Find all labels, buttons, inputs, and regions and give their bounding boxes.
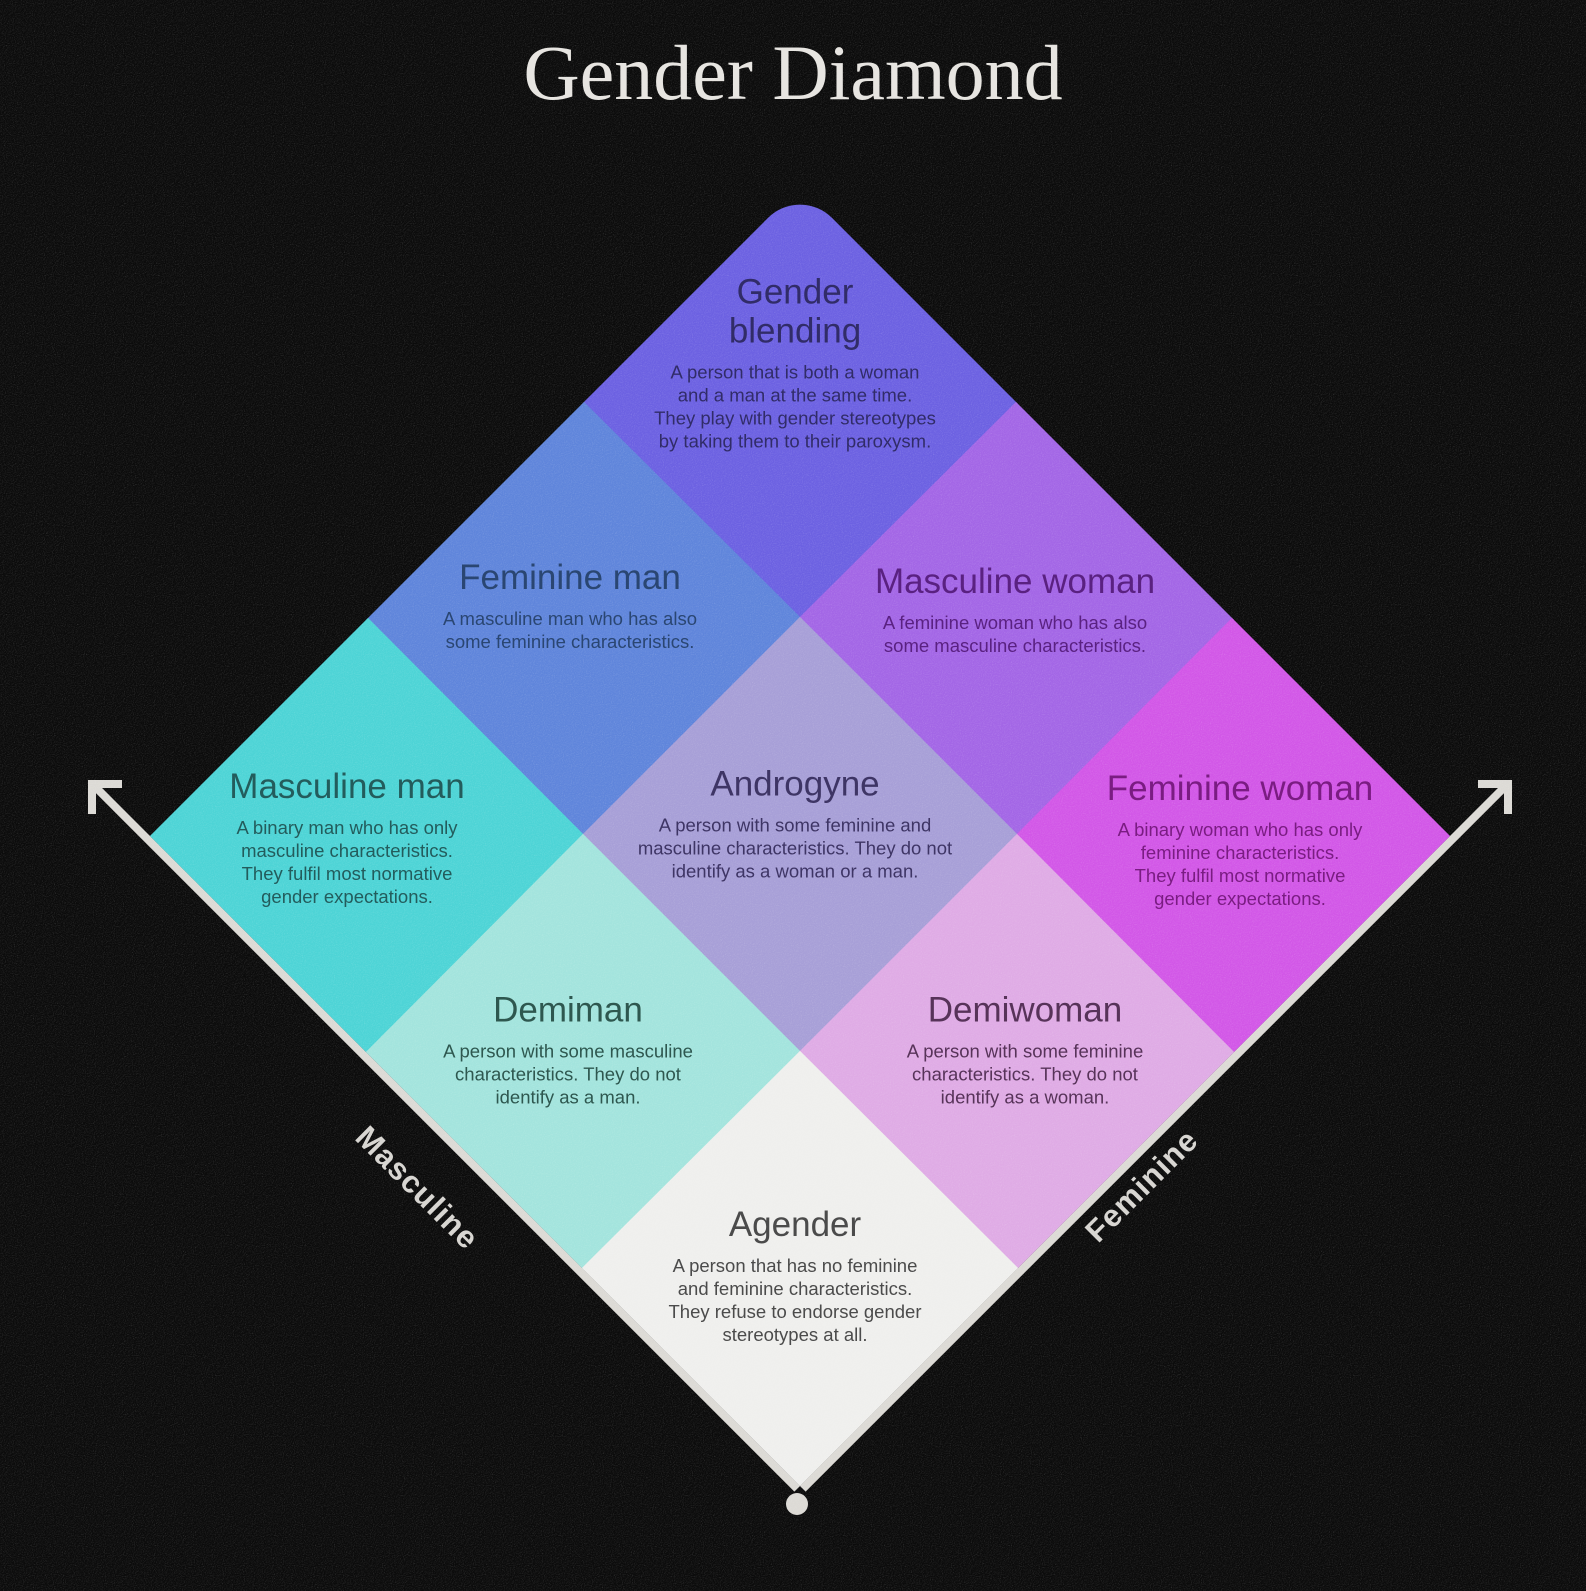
cell-title: Demiwoman — [927, 990, 1123, 1030]
cell-title: Demiman — [493, 990, 643, 1030]
cell-title: Feminine woman — [1106, 769, 1374, 809]
cell-description: A person with some feminine and masculin… — [637, 814, 953, 882]
cell-title: Agender — [728, 1205, 862, 1245]
cell-description: A person with some masculine characteris… — [443, 1040, 693, 1108]
page-title: Gender Diamond — [523, 29, 1063, 116]
cell-description: A feminine woman who has also some mascu… — [882, 612, 1148, 657]
cell-title: Gender blending — [728, 272, 862, 351]
cell-gender-blending: Gender blending A person that is both a … — [654, 272, 936, 453]
cell-description: A masculine man who has also some femini… — [443, 608, 697, 653]
cell-androgyne: Androgyne A person with some feminine an… — [638, 765, 952, 884]
cell-masculine-woman: Masculine woman A feminine woman who has… — [875, 562, 1155, 658]
cell-description: A person that is both a woman and a man … — [654, 361, 936, 452]
cell-feminine-woman: Feminine woman A binary woman who has on… — [1107, 769, 1374, 911]
cell-demiman: Demiman A person with some masculine cha… — [443, 991, 693, 1110]
cell-masculine-man: Masculine man A binary man who has only … — [229, 767, 464, 909]
cell-title: Feminine man — [459, 557, 681, 597]
cell-title: Androgyne — [710, 764, 880, 804]
cell-demiwoman: Demiwoman A person with some feminine ch… — [907, 991, 1144, 1110]
cell-agender: Agender A person that has no feminine an… — [669, 1205, 922, 1347]
cell-feminine-man: Feminine man A masculine man who has als… — [443, 558, 697, 654]
cell-description: A person with some feminine characterist… — [906, 1040, 1144, 1108]
cell-description: A person that has no feminine and femini… — [668, 1255, 922, 1346]
cell-description: A binary man who has only masculine char… — [236, 817, 458, 908]
cell-title: Masculine man — [229, 767, 465, 807]
cell-description: A binary woman who has only feminine cha… — [1117, 819, 1363, 910]
cell-title: Masculine woman — [874, 561, 1156, 601]
